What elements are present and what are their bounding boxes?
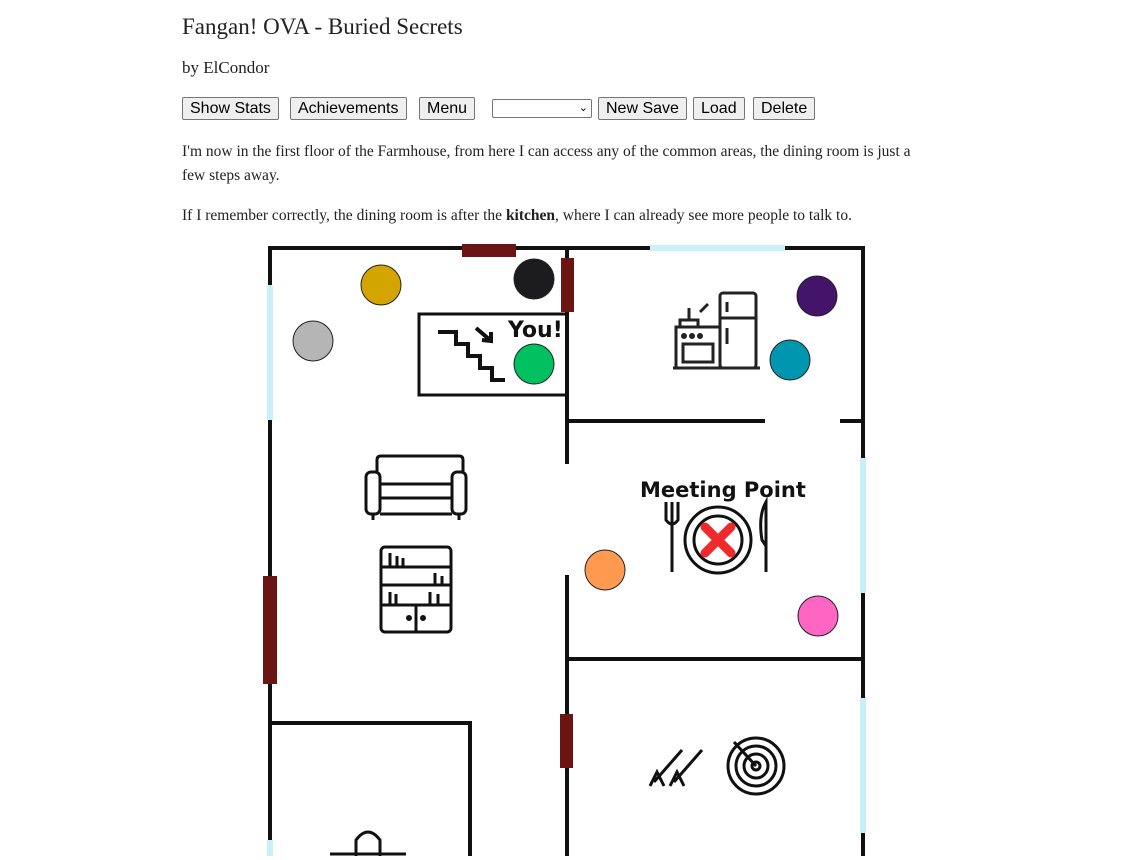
token-green[interactable]	[513, 343, 555, 385]
paragraph-2-text-after: , where I can already see more people to…	[555, 207, 852, 224]
token-pink[interactable]	[797, 595, 839, 637]
token-black[interactable]	[513, 258, 555, 300]
story-title: Fangan! OVA - Buried Secrets	[182, 14, 463, 39]
kitchen-icon	[673, 291, 760, 370]
story-author: by ElCondor	[182, 58, 270, 77]
token-gold[interactable]	[360, 264, 402, 306]
dining-plate-icon	[664, 496, 768, 575]
map-windows	[267, 245, 866, 856]
character-tokens	[292, 258, 839, 637]
darts-target-icon	[648, 736, 786, 796]
farmhouse-floorplan: You!	[263, 244, 866, 856]
passage-paragraph-1: I'm now in the first floor of the Farmho…	[182, 143, 911, 184]
load-button[interactable]: Load	[693, 97, 745, 120]
map-doors	[263, 244, 574, 768]
token-orange[interactable]	[584, 549, 626, 591]
farmhouse-map: You!	[260, 240, 880, 856]
paragraph-2-text-before: If I remember correctly, the dining room…	[182, 207, 506, 224]
save-slot-select[interactable]: ⌄	[492, 99, 592, 118]
red-x-icon	[700, 522, 736, 558]
delete-button[interactable]: Delete	[753, 97, 816, 120]
menu-button[interactable]: Menu	[419, 97, 476, 120]
kitchen-keyword: kitchen	[505, 207, 556, 224]
chevron-down-icon: ⌄	[578, 101, 588, 114]
bookshelf-icon	[379, 545, 453, 634]
token-teal[interactable]	[769, 339, 811, 381]
achievements-button[interactable]: Achievements	[290, 97, 407, 120]
stairs-box	[417, 312, 569, 397]
show-stats-button[interactable]: Show Stats	[182, 97, 279, 120]
new-save-button[interactable]: New Save	[598, 97, 687, 120]
lower-room-icon	[330, 830, 406, 856]
token-purple[interactable]	[796, 275, 838, 317]
you-label: You!	[507, 318, 563, 343]
meeting-point-label: Meeting Point	[640, 478, 806, 502]
token-gray[interactable]	[292, 320, 334, 362]
sofa-icon	[364, 454, 468, 520]
passage-paragraph-2: If I remember correctly, the dining room…	[182, 204, 982, 228]
stairs-icon	[438, 326, 505, 382]
